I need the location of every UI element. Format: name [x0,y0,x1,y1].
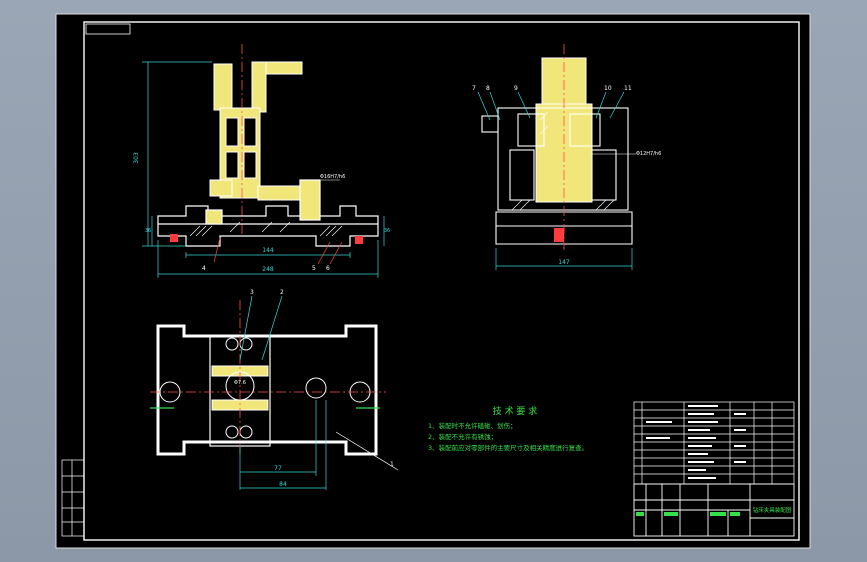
plan-dimension-77: 77 [274,465,282,472]
side-balloon-11: 11 [624,85,632,92]
side-width-dimension: 147 [558,259,570,266]
front-balloon-6: 6 [326,265,330,272]
front-height-dimension: 303 [133,152,140,164]
front-dimensions [142,61,385,278]
plan-balloon-2: 2 [280,289,284,296]
side-view: 147 Φ12H7/h6 7 8 9 10 11 [472,44,661,270]
top-left-tab [85,23,131,35]
front-view: 303 36 36 144 248 Φ16H7/h6 4 5 6 [133,44,390,278]
side-balloon-7: 7 [472,85,476,92]
plan-dimensions [239,400,327,490]
plan-leaders [239,295,283,361]
front-fit-label: Φ16H7/h6 [320,174,345,180]
plan-view: 77 84 Φ7.6 3 2 1 [150,289,399,490]
front-balloon-5: 5 [312,265,316,272]
side-hatching [511,111,615,211]
tech-requirement-1: 1、装配时不允许磕碰、划伤； [428,421,517,430]
front-leaders [213,237,343,265]
plan-diameter-label: Φ7.6 [234,380,246,386]
title-block-green-cells [636,512,740,516]
plan-leader-1 [335,431,399,471]
title-block-drawing-name: 钻床夹具装配图 [753,506,792,514]
title-block [633,483,795,537]
plan-dimension-84: 84 [279,481,287,488]
plan-balloon-1: 1 [390,461,394,468]
inner-frame [83,21,800,541]
side-balloon-10: 10 [604,85,612,92]
front-right-height-dimension: 36 [384,228,390,234]
parts-list [633,401,795,485]
tech-requirement-2: 2、装配不允许有锈蚀； [428,432,497,441]
binding-strip [61,459,85,537]
plan-balloon-3: 3 [250,289,254,296]
front-hatching [189,221,343,237]
side-body [481,107,633,245]
plan-base-outline [156,324,378,456]
parts-list-entries [646,405,746,479]
tech-requirement-3: 3、装配前应对零部件的主要尺寸及相关精度进行复查。 [428,443,588,452]
front-left-height-dimension: 36 [145,228,151,234]
side-balloon-8: 8 [486,85,490,92]
drawing-sheet [55,13,811,549]
tech-requirements-title: 技 术 要 求 [493,405,538,417]
side-leaders [477,91,625,121]
side-fit-label: Φ12H7/h6 [636,151,661,157]
front-outer-width-dimension: 248 [262,266,274,273]
front-inner-width-dimension: 144 [262,247,274,254]
front-base [157,179,379,247]
tech-requirements: 技 术 要 求 1、装配时不允许磕碰、划伤； 2、装配不允许有锈蚀； 3、装配前… [428,405,588,452]
side-balloon-9: 9 [514,85,518,92]
front-balloon-4: 4 [202,265,206,272]
side-dimensions [495,248,633,270]
front-column-slots [225,117,257,179]
